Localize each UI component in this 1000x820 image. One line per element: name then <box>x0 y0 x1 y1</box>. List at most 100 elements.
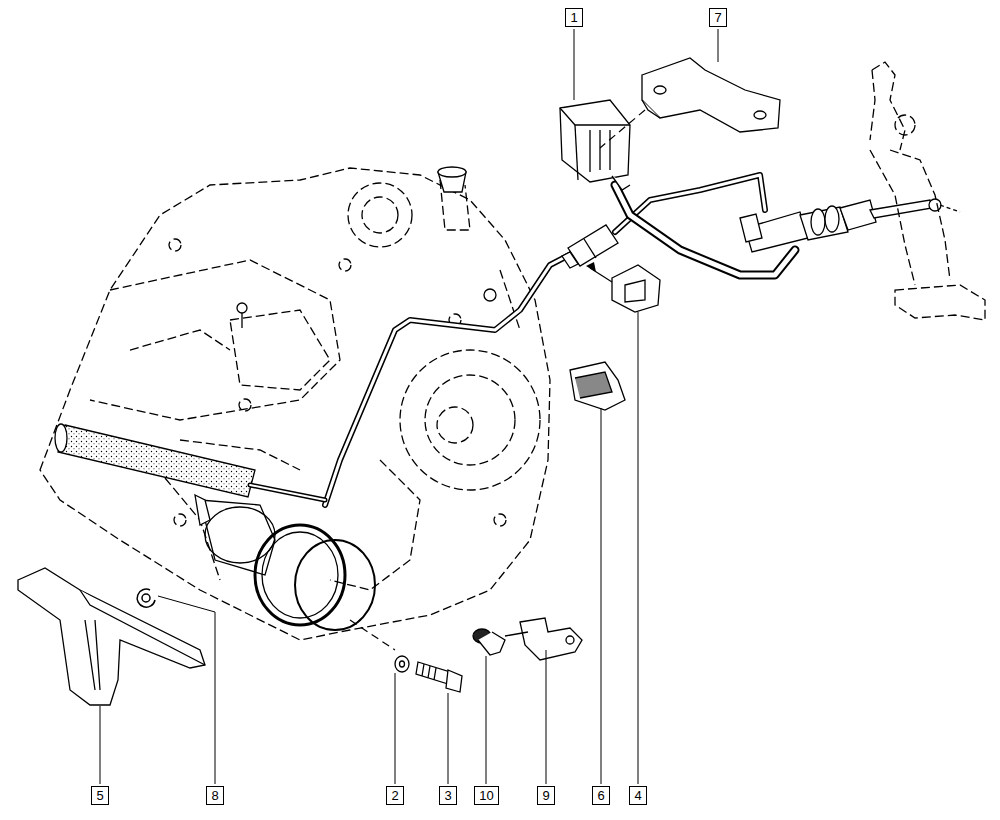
drawing-stroke <box>754 111 766 119</box>
drawing-stroke <box>575 125 578 180</box>
drawing-stroke <box>574 29 575 100</box>
drawing-stroke <box>169 239 181 251</box>
callout-number: 4 <box>634 788 641 803</box>
drawing-stroke <box>437 407 473 443</box>
drawing-stroke <box>870 150 915 285</box>
drawing-stroke <box>601 408 602 784</box>
drawing-stroke <box>85 620 100 690</box>
drawing-stroke <box>400 661 405 667</box>
drawing-stroke <box>590 130 610 172</box>
pipe-sleeve <box>55 424 255 497</box>
drawing-stroke <box>566 636 574 644</box>
drawing-stroke <box>339 259 351 271</box>
drawing-stroke <box>446 670 462 692</box>
callout-number: 7 <box>714 10 721 25</box>
callout-box: 3 <box>439 786 457 805</box>
drawing-stroke <box>638 312 639 784</box>
drawing-stroke <box>872 62 905 150</box>
drawing-stroke <box>395 673 396 784</box>
drawing-stroke <box>250 485 325 500</box>
drawing-stroke <box>40 168 550 640</box>
drawing-stroke <box>174 514 186 526</box>
drawing-stroke <box>612 176 630 190</box>
drawing-stroke <box>825 206 839 232</box>
drawing-stroke <box>484 289 496 301</box>
drawing-stroke <box>612 265 660 312</box>
drawing-stroke <box>520 618 582 660</box>
drawing-stroke <box>840 200 876 230</box>
drawing-stroke <box>237 303 247 313</box>
bolt-washer <box>395 656 462 692</box>
callout-number: 9 <box>542 788 549 803</box>
drawing-stroke <box>395 656 409 672</box>
callout-box: 2 <box>386 786 404 805</box>
callout-number: 10 <box>479 788 493 803</box>
drawing-stroke <box>90 260 340 420</box>
assembly-line <box>600 110 645 148</box>
drawing-stroke <box>642 58 780 132</box>
sleeve-bracket <box>18 568 205 705</box>
drawing-stroke <box>546 650 547 784</box>
drawing-stroke <box>18 568 205 705</box>
callout-box: 1 <box>565 8 583 27</box>
drawing-stroke <box>811 209 825 235</box>
drawing-stroke <box>478 632 505 655</box>
drawing-stroke <box>137 589 155 607</box>
drawing-stroke <box>560 108 630 125</box>
drawing-stroke <box>570 362 625 410</box>
drawing-stroke <box>494 514 506 526</box>
callout-box: 8 <box>206 786 224 805</box>
drawing-stroke <box>654 86 666 94</box>
callout-box: 10 <box>474 786 499 805</box>
drawing-stroke <box>239 399 251 411</box>
drawing-stroke <box>325 252 575 505</box>
drawing-stroke <box>362 197 398 233</box>
drawing-stroke <box>241 313 242 328</box>
gearbox-housing <box>40 168 550 640</box>
callout-number: 8 <box>211 788 218 803</box>
drawing-stroke <box>642 100 660 118</box>
drawing-stroke <box>486 656 487 784</box>
drawing-stroke <box>425 375 515 465</box>
drawing-stroke <box>205 507 275 563</box>
drawing-stroke <box>295 540 375 630</box>
drawing-stroke <box>55 424 67 452</box>
drawing-stroke <box>870 200 932 218</box>
drawing-stroke <box>895 285 985 320</box>
drawing-stroke <box>158 596 215 784</box>
drawing-stroke <box>58 425 255 497</box>
callout-number: 5 <box>96 788 103 803</box>
drawing-stroke <box>416 662 450 684</box>
callout-number: 1 <box>570 10 577 25</box>
drawing-stroke <box>625 280 645 302</box>
drawing-stroke <box>870 70 875 140</box>
master-cylinder <box>740 199 960 252</box>
callout-box: 9 <box>537 786 555 805</box>
reservoir-bracket <box>642 58 780 132</box>
drawing-stroke <box>448 693 449 784</box>
hydraulic-pipe <box>250 175 795 505</box>
drawing-stroke <box>505 632 528 636</box>
callout-number: 3 <box>444 788 451 803</box>
slave-cylinder <box>195 495 375 630</box>
drawing-stroke <box>560 100 630 182</box>
drawing-stroke <box>230 310 330 390</box>
drawing-stroke <box>195 495 210 525</box>
callout-box: 4 <box>629 786 647 805</box>
drawing-stroke <box>718 29 719 62</box>
drawing-stroke <box>142 594 150 602</box>
drawing-stroke <box>895 115 915 135</box>
gearbox-bosses <box>237 167 496 328</box>
drawing-stroke <box>584 239 596 258</box>
callout-box: 6 <box>592 786 610 805</box>
drawing-stroke <box>348 183 412 247</box>
retaining-clip <box>137 589 155 607</box>
drawing-stroke <box>940 205 960 212</box>
leader-line <box>100 29 718 784</box>
drawing-stroke <box>130 330 230 350</box>
drawing-stroke <box>740 214 762 242</box>
drawing-stroke <box>562 252 578 268</box>
fluid-reservoir <box>560 100 630 190</box>
small-clip <box>473 618 582 660</box>
